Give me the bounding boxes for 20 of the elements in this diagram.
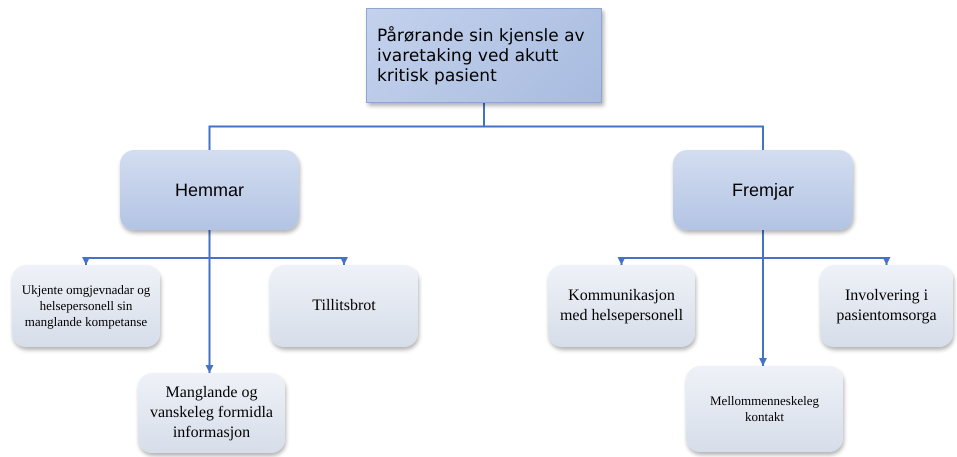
category-box [548, 265, 695, 347]
category-box [12, 265, 160, 347]
node-label: Involvering i pasientomsorga [835, 286, 938, 326]
node-label: Kommunikasjon med helsepersonell [558, 286, 684, 326]
connector-line [483, 103, 764, 150]
category-box [673, 150, 853, 230]
arrow [759, 230, 767, 366]
category-box [138, 373, 285, 453]
node-label: Fremjar [732, 180, 794, 200]
node-label: Mellommenneskeleg kontakt [708, 392, 820, 426]
category-box [120, 150, 299, 230]
category-box [270, 265, 418, 347]
node-label: Hemmar [174, 180, 244, 200]
node-label: Ukjente omgjevnadar og helsepersonell sin manglande kompetanse [20, 282, 152, 330]
node-label: Pårørande sin kjensle av ivaretaking ved akutt kritisk pasient [377, 26, 586, 86]
root-box [366, 8, 602, 103]
node-label: Tillitsbrot [312, 296, 376, 316]
node-label: Manglande og vanskeleg formidla informasjon [148, 383, 274, 443]
category-box [686, 366, 843, 452]
category-box [820, 265, 953, 347]
